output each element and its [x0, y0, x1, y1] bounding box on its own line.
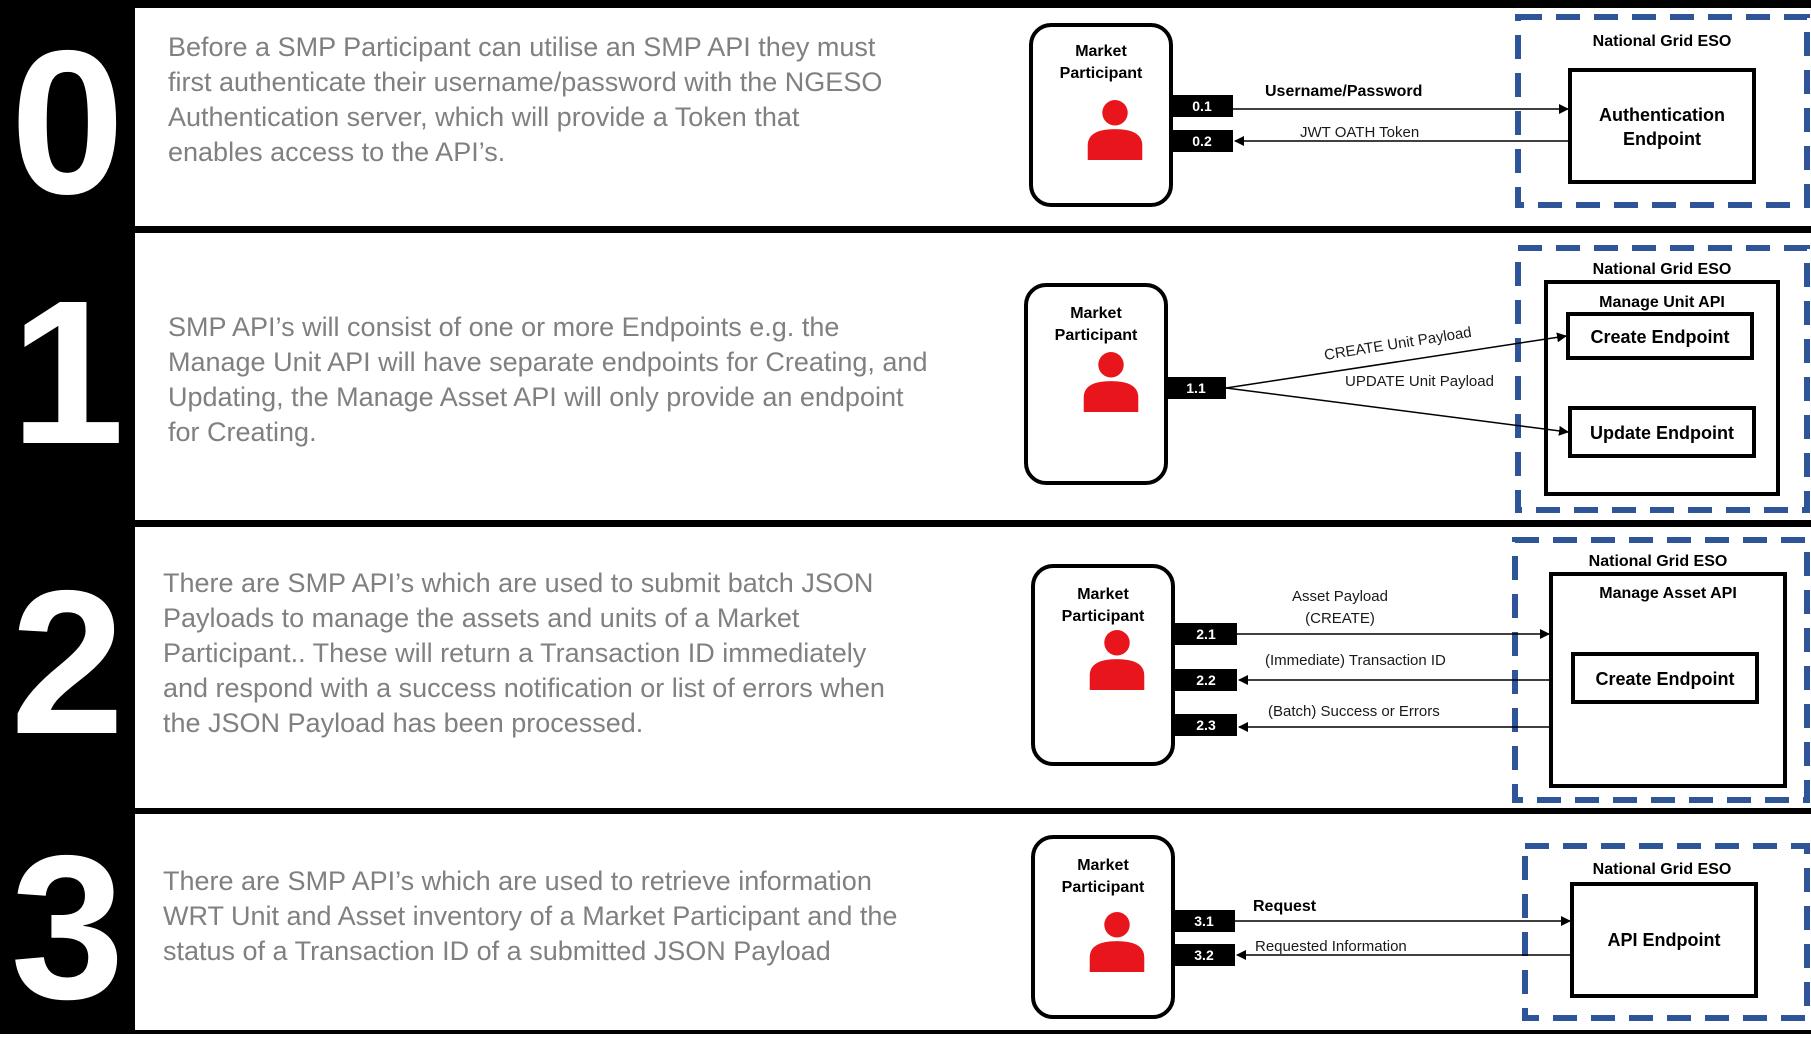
create-endpoint-label: Create Endpoint [1595, 669, 1734, 689]
provider-dashed-border [1512, 537, 1810, 803]
message-requested-information: Requested Information [1255, 938, 1407, 955]
tag-0-2 [1171, 130, 1233, 152]
message-jwt-token: JWT OATH Token [1300, 124, 1419, 141]
provider-label: National Grid ESO [1593, 261, 1732, 278]
bottom-divider [0, 1030, 1811, 1034]
endpoint-label-line1: Authentication [1599, 105, 1725, 125]
create-endpoint-box [1571, 652, 1759, 704]
update-endpoint-label: Update Endpoint [1590, 423, 1734, 443]
participant-label-line1: Market [1075, 43, 1127, 60]
authentication-endpoint-box [1568, 68, 1756, 184]
participant-label-line1: Market [1077, 857, 1129, 874]
tag-2-2 [1175, 669, 1237, 691]
step-number-3: 3 [10, 813, 125, 1042]
message-success-errors: (Batch) Success or Errors [1268, 703, 1440, 720]
endpoint-label: API Endpoint [1608, 930, 1721, 950]
step-0-description: Before a SMP Participant can utilise an … [168, 32, 883, 167]
arrow-update-unit [1225, 387, 1569, 436]
api-endpoint-box [1570, 882, 1758, 998]
provider-dashed-border [1515, 245, 1810, 513]
step-2-description: There are SMP API’s which are used to su… [163, 568, 885, 738]
tag-2-1 [1175, 623, 1237, 645]
message-transaction-id: (Immediate) Transaction ID [1265, 652, 1446, 669]
step-2-diagram: Market Participant National Grid ESO Man… [1031, 537, 1810, 803]
step-number-0: 0 [10, 8, 125, 237]
message-asset-payload-line1: Asset Payload [1292, 588, 1388, 605]
tag-1-1 [1166, 377, 1226, 399]
step-3-description: There are SMP API’s which are used to re… [163, 866, 898, 966]
provider-label: National Grid ESO [1589, 553, 1728, 570]
step-0-diagram: Market Participant National Grid ESO Aut… [1029, 14, 1810, 208]
tag-3-2 [1173, 944, 1235, 966]
message-request: Request [1253, 898, 1317, 915]
step-number-2: 2 [10, 548, 125, 777]
provider-label: National Grid ESO [1593, 861, 1732, 878]
participant-label-line2: Participant [1062, 879, 1145, 896]
message-asset-payload-line2: (CREATE) [1305, 610, 1375, 627]
tag-1-1-label: 1.1 [1186, 380, 1206, 396]
tag-3-2-label: 3.2 [1194, 947, 1214, 963]
tag-0-1-label: 0.1 [1192, 98, 1212, 114]
create-endpoint-box [1566, 312, 1754, 360]
top-divider [0, 0, 1811, 8]
arrow-create-unit [1225, 332, 1567, 389]
row-divider-1-2 [0, 520, 1811, 527]
create-endpoint-label: Create Endpoint [1590, 327, 1729, 347]
participant-label-line1: Market [1070, 305, 1122, 322]
update-endpoint-box [1568, 406, 1756, 458]
tag-2-2-label: 2.2 [1196, 672, 1216, 688]
step-number-1: 1 [10, 258, 125, 487]
participant-label-line2: Participant [1062, 608, 1145, 625]
step-1-diagram: Market Participant National Grid ESO Man… [1024, 245, 1810, 513]
tag-3-1-label: 3.1 [1194, 913, 1214, 929]
message-username-password: Username/Password [1265, 83, 1422, 100]
tag-2-3 [1175, 714, 1237, 736]
api-label: Manage Asset API [1599, 585, 1737, 602]
provider-dashed-border [1515, 14, 1810, 208]
row-divider-2-3 [0, 808, 1811, 814]
tag-0-1 [1171, 95, 1233, 117]
provider-label: National Grid ESO [1593, 33, 1732, 50]
step-number-bar [0, 0, 135, 1034]
participant-label-line2: Participant [1060, 65, 1143, 82]
message-update-unit: UPDATE Unit Payload [1345, 373, 1494, 390]
tag-2-3-label: 2.3 [1196, 717, 1216, 733]
tag-3-1 [1173, 910, 1235, 932]
row-divider-0-1 [0, 226, 1811, 233]
provider-dashed-border [1522, 843, 1810, 1021]
api-label: Manage Unit API [1599, 294, 1725, 311]
participant-label-line1: Market [1077, 586, 1129, 603]
tag-0-2-label: 0.2 [1192, 133, 1212, 149]
step-1-description: SMP API’s will consist of one or more En… [168, 312, 928, 447]
tag-2-1-label: 2.1 [1196, 626, 1216, 642]
endpoint-label-line2: Endpoint [1623, 129, 1701, 149]
message-create-unit: CREATE Unit Payload [1323, 324, 1473, 364]
participant-label-line2: Participant [1055, 327, 1138, 344]
step-3-diagram: Market Participant National Grid ESO API… [1031, 835, 1810, 1021]
